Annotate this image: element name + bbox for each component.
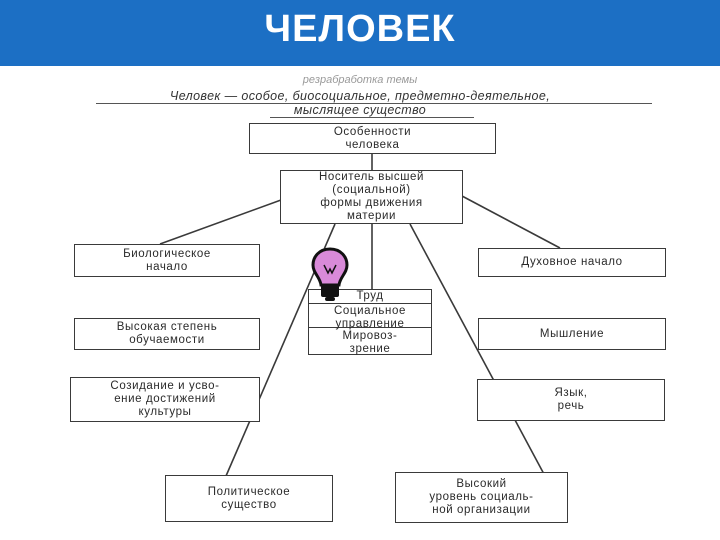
line-carrier-biological [159, 195, 293, 245]
box-spiritual: Духовное начало [478, 248, 666, 277]
box-organization: Высокий уровень социаль- ной организации [395, 472, 568, 523]
box-political: Политическое существо [165, 475, 333, 522]
header-underline-1 [96, 103, 652, 104]
header-definition-line2: мыслящее существо [293, 103, 427, 117]
line-right-diagonal [409, 223, 546, 477]
line-carrier-spiritual [461, 195, 561, 249]
box-biological: Биологическое начало [74, 244, 260, 277]
box-carrier: Носитель высшей (социальной) формы движе… [280, 170, 463, 224]
box-learning: Высокая степень обучаемости [74, 318, 260, 350]
lightbulb-icon [311, 247, 349, 301]
title-bar: ЧЕЛОВЕК [0, 0, 720, 66]
center-labor: Труд [309, 290, 431, 304]
page-title: ЧЕЛОВЕК [264, 8, 456, 50]
center-column: Труд Социальное управление Мировоз- зрен… [308, 289, 432, 355]
center-worldview: Мировоз- зрение [342, 330, 398, 355]
header-caption: резрабработка темы [302, 74, 418, 86]
header-underline-2 [270, 117, 474, 118]
box-language: Язык, речь [477, 379, 665, 421]
box-features: Особенности человека [249, 123, 496, 154]
center-management: Социальное управление [309, 304, 431, 330]
box-thinking: Мышление [478, 318, 666, 350]
header-definition-line1: Человек — особое, биосоциальное, предмет… [169, 89, 551, 103]
box-culture: Созидание и усво- ение достижений культу… [70, 377, 260, 422]
